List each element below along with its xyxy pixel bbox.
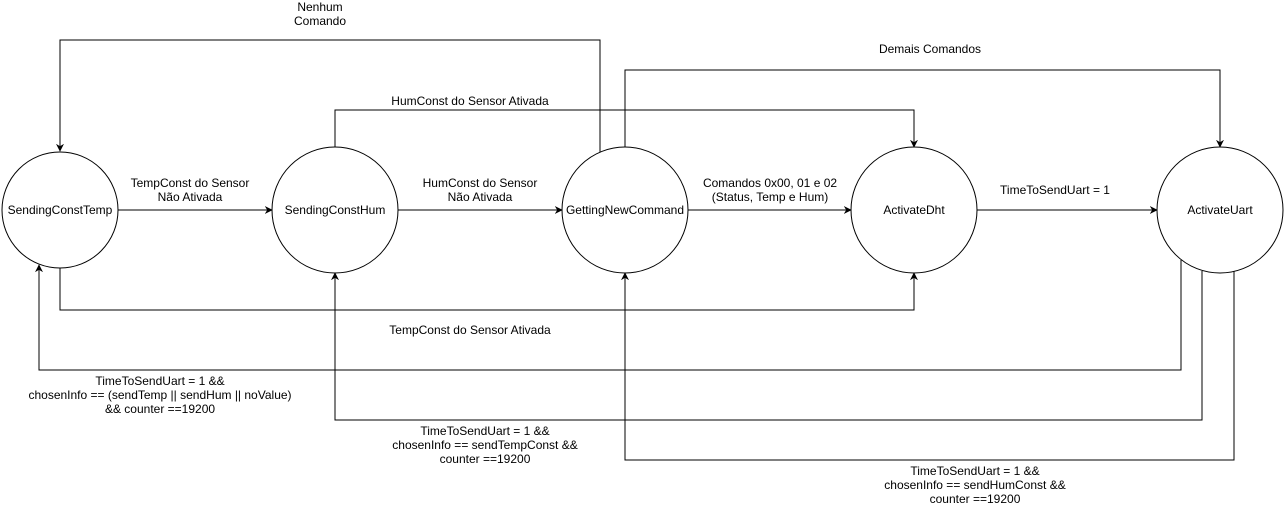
edge-uart-to-cmd [621, 271, 1235, 461]
state-label: SendingConstTemp [8, 203, 113, 217]
edge-uart-to-temp [35, 260, 1182, 371]
label-tempconst-nao-ativada: TempConst do Sensor Não Ativada [130, 176, 250, 204]
state-sending-const-hum[interactable]: SendingConstHum [271, 146, 399, 274]
label-humconst-nao-ativada: HumConst do Sensor Não Ativada [422, 176, 538, 204]
label-uart-to-hum: TimeToSendUart = 1 && chosenInfo == send… [392, 424, 578, 466]
label-tempconst-ativada: TempConst do Sensor Ativada [389, 323, 551, 337]
label-uart-to-cmd: TimeToSendUart = 1 && chosenInfo == send… [884, 464, 1066, 506]
label-humconst-ativada: HumConst do Sensor Ativada [391, 94, 549, 108]
label-demais-comandos: Demais Comandos [878, 42, 982, 56]
edge-uart-to-hum [331, 271, 1203, 421]
state-getting-new-command[interactable]: GettingNewCommand [561, 146, 689, 274]
edge-humconst-ativada [334, 109, 918, 148]
state-label: ActivateDht [883, 203, 945, 217]
label-nenhum-comando: Nenhum Comando [293, 0, 347, 28]
state-sending-const-temp[interactable]: SendingConstTemp [1, 151, 119, 269]
edge-nenhum-comando [56, 39, 601, 152]
label-time-to-send-uart: TimeToSendUart = 1 [1000, 183, 1110, 197]
state-label: ActivateUart [1187, 203, 1253, 217]
state-label: GettingNewCommand [566, 203, 684, 217]
state-label: SendingConstHum [285, 203, 386, 217]
edge-demais-comandos [624, 69, 1224, 148]
state-activate-uart[interactable]: ActivateUart [1156, 146, 1284, 274]
state-activate-dht[interactable]: ActivateDht [850, 146, 978, 274]
label-uart-to-temp: TimeToSendUart = 1 && chosenInfo == (sen… [28, 374, 292, 416]
edge-tempconst-ativada [59, 268, 918, 311]
label-comandos: Comandos 0x00, 01 e 02 (Status, Temp e H… [702, 176, 838, 204]
